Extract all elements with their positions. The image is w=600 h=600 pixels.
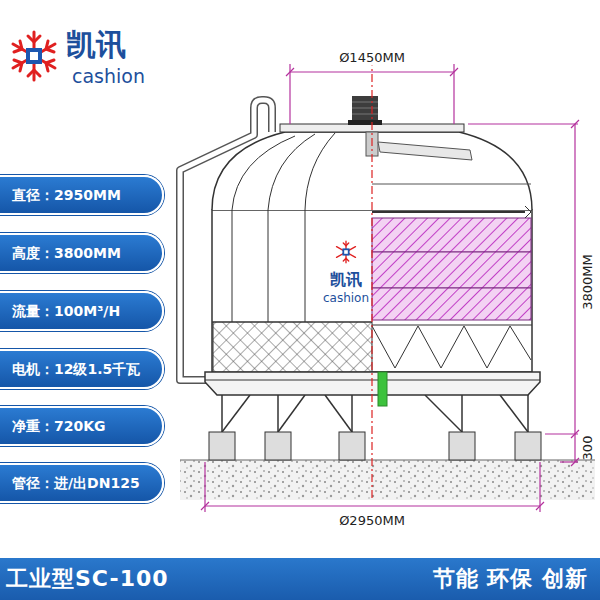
- tower-body: [372, 288, 531, 320]
- tower-logo-snowflake: [337, 241, 356, 263]
- dimension-lines: [205, 505, 540, 506]
- support-legs: [277, 395, 279, 432]
- support-legs: [500, 395, 528, 432]
- tower-logo-snowflake: [337, 241, 356, 263]
- logo-snowflake: [14, 41, 54, 71]
- tower-logo-text: cashion: [321, 292, 371, 306]
- logo-snowflake: [30, 52, 38, 60]
- dimension-label: 300: [581, 436, 596, 461]
- tower-dome: [372, 211, 525, 213]
- support-legs: [222, 395, 528, 432]
- spec-text: 电机：12级1.5千瓦: [12, 361, 140, 378]
- tower-dome: [372, 184, 531, 185]
- pedestals: [209, 432, 235, 460]
- tower-logo-snowflake: [337, 241, 356, 263]
- spec-box: 净重：720KG: [0, 406, 164, 446]
- ground: [180, 460, 595, 500]
- spec-text: 高度：3800MM: [12, 245, 121, 262]
- dimension-lines: [574, 124, 575, 462]
- spec-box: 管径：进/出DN125: [0, 463, 164, 503]
- spec-text: 管径：进/出DN125: [12, 475, 140, 492]
- spec-box: 流量：100M³/H: [0, 291, 164, 331]
- dimension-label: 3800MM: [581, 254, 596, 310]
- tower-body: [212, 322, 372, 323]
- fan-motor: [348, 120, 382, 125]
- support-legs: [278, 395, 305, 432]
- support-legs: [325, 395, 352, 432]
- collecting-basin: [378, 372, 387, 406]
- dimension-lines: [539, 462, 540, 512]
- dimension-lines: [201, 502, 544, 510]
- support-legs: [527, 395, 529, 432]
- fan-motor: [352, 96, 378, 122]
- spec-box: 电机：12级1.5千瓦: [0, 349, 164, 389]
- logo-snowflake: [13, 32, 55, 80]
- logo-snowflake: [26, 48, 42, 64]
- dimension-lines: [290, 71, 454, 72]
- dimension-lines: [201, 64, 579, 512]
- support-legs: [425, 395, 462, 432]
- logo-snowflake: [14, 41, 54, 71]
- tower-logo-snowflake: [342, 248, 349, 255]
- tower-body: [372, 252, 531, 288]
- dimension-lines: [468, 123, 578, 124]
- support-legs: [351, 395, 353, 432]
- pedestals: [339, 432, 365, 460]
- spec-text: 净重：720KG: [12, 418, 106, 435]
- logo-snowflake: [13, 32, 55, 80]
- dimension-label: Ø2950MM: [337, 514, 407, 529]
- spec-box: 高度：3800MM: [0, 233, 164, 273]
- tower-logo-snowflake: [343, 243, 348, 261]
- tower-dome: [232, 133, 335, 210]
- model-name: 工业型SC-100: [6, 566, 169, 592]
- logo-snowflake: [13, 32, 55, 80]
- logo-snowflake: [13, 32, 55, 80]
- support-legs: [221, 395, 223, 432]
- pedestals: [449, 432, 475, 460]
- tower-body: [372, 326, 531, 368]
- dimension-lines: [204, 462, 205, 512]
- slogan: 节能 环保 创新: [433, 566, 588, 592]
- spec-box: 直径：2950MM: [0, 175, 164, 215]
- support-legs: [461, 395, 463, 432]
- dimension-label: Ø1450MM: [337, 51, 407, 66]
- tower-body: [305, 200, 306, 322]
- tower-logo-snowflake: [337, 241, 356, 263]
- tower-body: [372, 218, 531, 252]
- center-line: [371, 58, 372, 500]
- dimension-lines: [545, 433, 578, 434]
- spec-text: 直径：2950MM: [12, 187, 121, 204]
- tower-dome: [525, 206, 531, 218]
- pedestals: [209, 432, 541, 460]
- tower-body: [213, 322, 372, 372]
- brand-logo-text: 凯讯: [66, 28, 126, 63]
- tower-body: [268, 200, 269, 322]
- dimension-lines: [286, 68, 458, 76]
- tower-body: [372, 325, 532, 326]
- tower-dome: [378, 142, 472, 160]
- tower-logo-snowflake: [344, 250, 348, 254]
- ground: [180, 460, 595, 500]
- fan-motor: [348, 96, 382, 125]
- tower-logo-text: 凯讯: [328, 271, 364, 289]
- pedestals: [265, 432, 291, 460]
- pedestals: [515, 432, 541, 460]
- tower-body: [232, 200, 233, 322]
- fan-motor: [352, 102, 378, 114]
- dimension-lines: [571, 120, 579, 466]
- spec-text: 流量：100M³/H: [12, 303, 120, 320]
- footer-band: 工业型SC-100 节能 环保 创新: [0, 558, 600, 600]
- brand-logo-text: cashion: [72, 66, 145, 88]
- support-legs: [222, 395, 250, 432]
